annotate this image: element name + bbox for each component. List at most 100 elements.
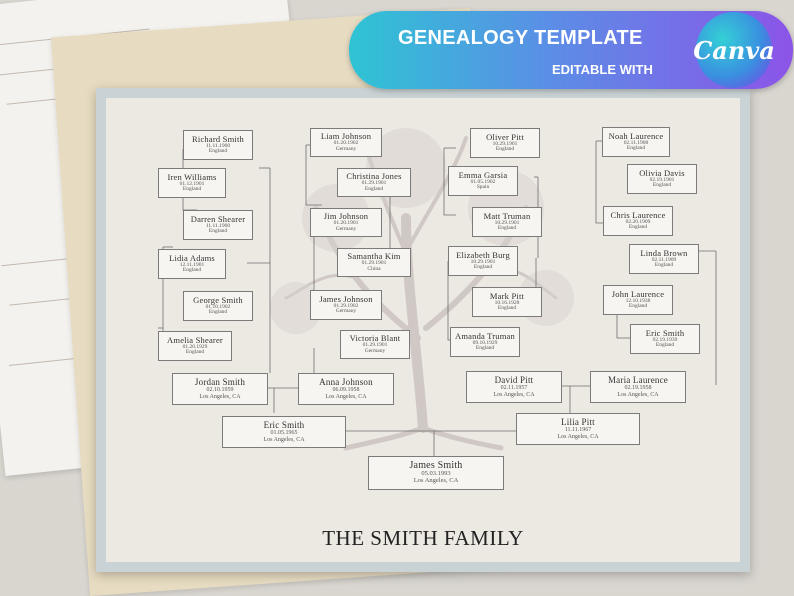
person-name: Matt Truman [483,210,531,221]
person-place: England [208,148,228,155]
person-box[interactable]: Iren Williams 01.12.1901 England [158,168,226,198]
person-box[interactable]: Eric Smith 02.19.1939 England [630,324,700,354]
person-place: England [208,309,228,316]
person-date: 12.11.1901 [179,261,205,268]
person-name: Eric Smith [645,327,685,338]
canva-logo: Canva [693,12,775,88]
person-name: Iren Williams [167,171,217,182]
person-place: Los Angeles, CA [199,393,241,400]
person-name: Chris Laurence [610,209,666,220]
person-name: Linda Brown [640,247,688,258]
person-box[interactable]: Amanda Truman 09.10.1929 England [450,327,520,357]
person-box[interactable]: Elizabeth Burg 10.29.1901 England [448,246,518,276]
person-box[interactable]: Maria Laurence 02.19.1958 Los Angeles, C… [590,371,686,403]
person-date: 01.20.1902 [333,140,359,147]
person-box[interactable]: Oliver Pitt 10.29.1901 England [470,128,540,158]
person-name: Amanda Truman [455,330,515,341]
person-box[interactable]: Jordan Smith 02.10.1959 Los Angeles, CA [172,373,268,405]
person-date: 05.03.1993 [421,470,451,478]
person-date: 01.05.1902 [470,178,496,185]
person-name: John Laurence [611,288,665,299]
person-place: Los Angeles, CA [325,393,367,400]
person-box[interactable]: George Smith 01.10.1902 England [183,291,253,321]
person-name: James Smith [409,459,463,471]
person-name: Olivia Davis [639,167,685,178]
person-date: 02.19.1958 [624,385,652,392]
person-date: 01.05.1965 [270,430,298,437]
person-date: 01.29.1901 [361,260,387,267]
person-date: 11.11.1900 [205,222,231,229]
person-box[interactable]: Lilia Pitt 11.11.1967 Los Angeles, CA [516,413,640,445]
person-box[interactable]: Jim Johnson 01.20.1901 Germany [310,208,382,237]
person-place: England [182,186,202,193]
banner-title: GENEALOGY TEMPLATE [398,27,643,49]
person-box[interactable]: Richard Smith 11.11.1900 England [183,130,253,160]
person-place: England [473,264,493,271]
person-box[interactable]: Samantha Kim 01.29.1901 China [337,248,411,277]
person-place: England [185,349,205,356]
person-place: England [475,345,495,352]
person-place: England [655,342,675,349]
person-box[interactable]: Christina Jones 01.29.1901 England [337,168,411,197]
person-name: Richard Smith [192,133,244,144]
canva-logo-text: Canva [693,35,775,65]
person-box[interactable]: Eric Smith 01.05.1965 Los Angeles, CA [222,416,346,448]
person-name: Eric Smith [263,419,305,430]
person-date: 02.19.1901 [649,176,675,183]
person-place: England [654,262,674,269]
person-name: Lidia Adams [169,252,215,263]
person-box[interactable]: Victoria Blant 01.29.1901 Germany [340,330,410,359]
person-name: David Pitt [494,374,534,385]
person-box[interactable]: Darren Shearer 11.11.1900 England [183,210,253,240]
person-box[interactable]: James Johnson 01.29.1902 Germany [310,290,382,320]
person-place: Germany [364,347,386,354]
person-name: Liam Johnson [320,131,372,142]
person-place: Los Angeles, CA [413,477,459,485]
person-box[interactable]: Olivia Davis 02.19.1901 England [627,164,697,194]
person-date: 02.19.1939 [652,336,678,343]
person-date: 09.10.1929 [472,339,498,346]
person-place: Germany [335,308,357,315]
person-box[interactable]: Liam Johnson 01.20.1902 Germany [310,128,382,157]
person-box[interactable]: David Pitt 02.11.1957 Los Angeles, CA [466,371,562,403]
person-name: Maria Laurence [607,374,668,385]
person-place: England [208,228,228,235]
person-name: Noah Laurence [608,130,664,141]
person-box[interactable]: Mark Pitt 10.16.1928 England [472,287,542,317]
person-box[interactable]: Chris Laurence 02.20.1909 England [603,206,673,236]
template-sheet: Richard Smith 11.11.1900 England Iren Wi… [96,88,750,572]
person-name: Emma Garsia [458,169,508,180]
person-place: Los Angeles, CA [263,436,305,443]
person-box[interactable]: John Laurence 12.10.1938 England [603,285,673,315]
person-place: Los Angeles, CA [493,391,535,398]
person-place: England [628,224,648,231]
person-date: 10.29.1901 [494,219,520,226]
person-date: 02.20.1909 [625,218,651,225]
family-title: THE SMITH FAMILY [322,526,524,550]
person-box[interactable]: Matt Truman 10.29.1901 England [472,207,542,237]
person-date: 10.16.1928 [494,299,520,306]
person-place: Los Angeles, CA [557,433,599,440]
person-name: James Johnson [319,293,373,304]
person-box-root[interactable]: James Smith 05.03.1993 Los Angeles, CA [368,456,504,490]
person-place: Spain [476,184,490,191]
person-name: Oliver Pitt [486,131,524,142]
person-box[interactable]: Anna Johnson 06.09.1958 Los Angeles, CA [298,373,394,405]
person-place: Los Angeles, CA [617,391,659,398]
person-name: Jordan Smith [194,376,246,387]
person-date: 01.20.1929 [182,343,208,350]
person-place: China [367,265,381,272]
person-box[interactable]: Linda Brown 02.11.1909 England [629,244,699,274]
person-box[interactable]: Noah Laurence 02.11.1908 England [602,127,670,157]
person-place: Germany [335,145,357,152]
person-box[interactable]: Emma Garsia 01.05.1902 Spain [448,166,518,196]
person-date: 01.12.1901 [179,180,205,187]
person-name: Jim Johnson [323,211,369,222]
person-date: 02.10.1959 [206,387,234,394]
person-place: England [495,146,515,153]
person-box[interactable]: Amelia Shearer 01.20.1929 England [158,331,232,361]
person-box[interactable]: Lidia Adams 12.11.1901 England [158,249,226,279]
person-date: 02.11.1957 [500,385,528,392]
person-date: 12.10.1938 [625,297,651,304]
person-name: Elizabeth Burg [456,249,510,260]
